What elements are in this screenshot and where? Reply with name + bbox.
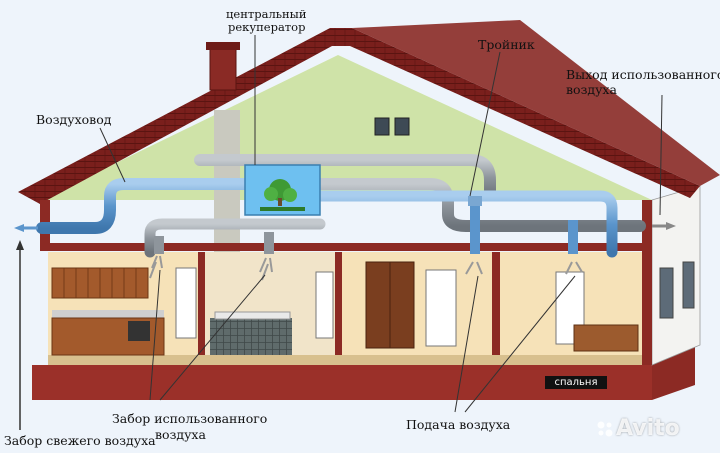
- label-intake-used-line1: Забор использованного: [112, 411, 268, 426]
- exhaust-arrow: [652, 222, 676, 230]
- label-central-recuperator-line1: центральный: [226, 7, 307, 21]
- side-window-2: [682, 261, 695, 309]
- fresh-air-arrow: [14, 224, 38, 232]
- partition-1: [198, 252, 205, 365]
- fresh-air-leader-arrowhead: [16, 240, 24, 250]
- chimney: [209, 47, 237, 91]
- kitchen-door: [175, 267, 197, 339]
- bed: [573, 324, 639, 352]
- drop-hall: [470, 200, 480, 254]
- partition-3: [492, 252, 500, 365]
- roof-side: [352, 20, 720, 186]
- chimney-cap: [206, 42, 240, 50]
- bathtub: [214, 311, 291, 320]
- attic-gable: [40, 55, 652, 200]
- label-air-duct: Воздуховод: [36, 112, 112, 127]
- watermark-dots-icon: [597, 421, 613, 437]
- duct-fresh-air: [36, 178, 251, 234]
- bath-door: [315, 271, 334, 339]
- label-fresh-air-intake: Забор свежего воздуха: [4, 433, 156, 448]
- watermark-logo: Avito: [616, 416, 680, 441]
- side-window-1: [659, 267, 674, 319]
- duct-supply: [312, 190, 618, 258]
- oven: [128, 321, 150, 341]
- label-exhaust-out-line2: воздуха: [566, 82, 617, 97]
- drop-kitchen: [154, 236, 164, 254]
- duct-upper: [194, 154, 496, 201]
- label-intake-used-line2: воздуха: [155, 427, 206, 442]
- label-air-supply: Подача воздуха: [406, 417, 511, 432]
- drop-bath: [264, 232, 274, 254]
- attic-window-2: [394, 117, 410, 136]
- tee-joint: [468, 196, 482, 206]
- duct-exhaust: [314, 178, 646, 232]
- right-wall: [642, 200, 652, 365]
- label-central-recuperator-line2: рекуператор: [228, 20, 306, 34]
- label-exhaust-out-line1: Выход использованного: [566, 67, 720, 82]
- label-tee: Тройник: [478, 37, 535, 52]
- hall-door: [425, 269, 457, 347]
- label-bedroom: спальня: [545, 376, 607, 389]
- attic-window-1: [374, 117, 390, 136]
- partition-2: [335, 252, 342, 365]
- kitchen-counter: [52, 310, 164, 318]
- duct-intake: [144, 218, 326, 258]
- attic-floor: [40, 243, 652, 251]
- floor: [48, 355, 642, 365]
- bath-tiles: [210, 318, 292, 355]
- leader-lines: [99, 35, 663, 413]
- drop-bedroom: [568, 220, 578, 254]
